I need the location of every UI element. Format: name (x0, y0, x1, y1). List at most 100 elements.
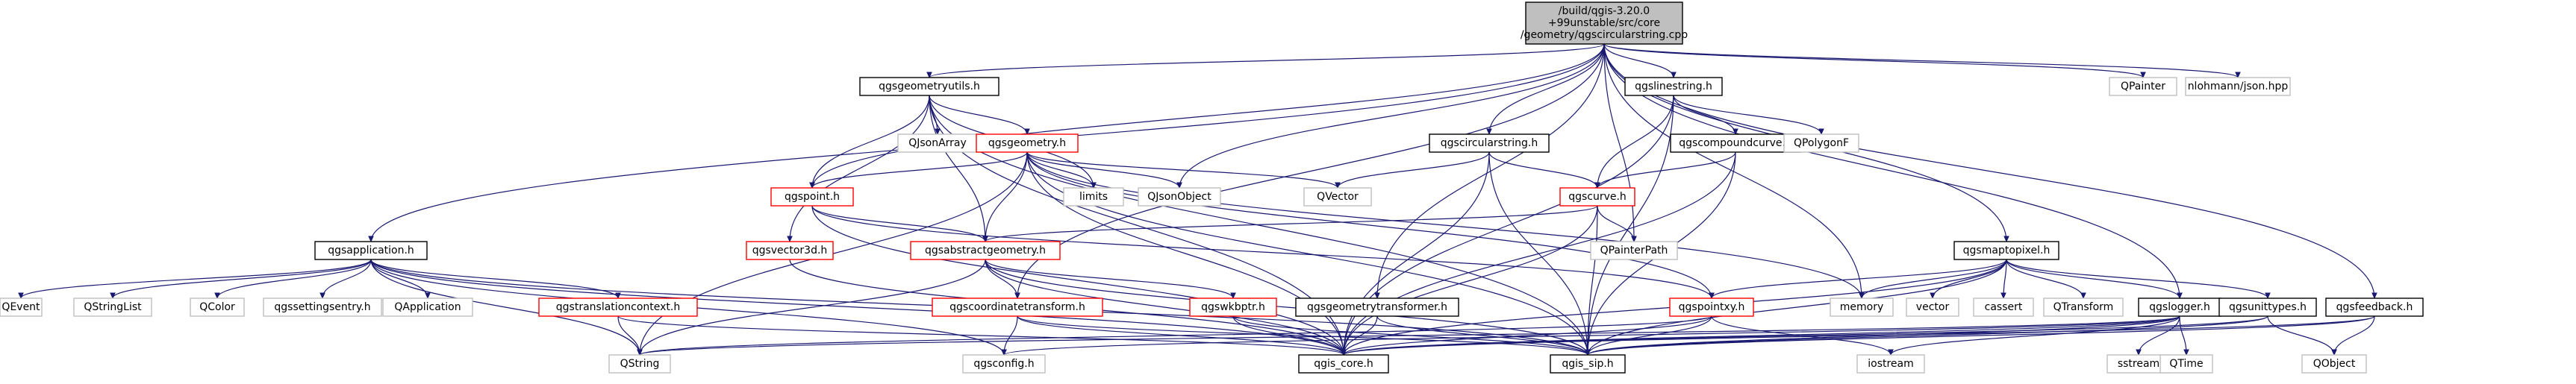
edge-qgslogger-to-qgis_core (1344, 315, 2180, 355)
node-qgis_sip[interactable]: qgis_sip.h (1550, 354, 1626, 374)
node-qgsvector3d-box (746, 241, 834, 260)
edge-qgspointxy-to-qgis_core (1344, 315, 1712, 355)
node-qgsconfig: qgsconfig.h (962, 354, 1046, 374)
node-root-label: /build/qgis-3.20.0 (1559, 5, 1650, 17)
node-qgis_sip-label: qgis_sip.h (1562, 358, 1613, 370)
node-qgstranslationcontext[interactable]: qgstranslationcontext.h (538, 298, 698, 317)
node-qtime-box (2159, 354, 2213, 374)
edge-qgsfeedback-to-qgis_sip (1588, 315, 2375, 355)
node-qgsmaptopixel-box (1953, 241, 2059, 260)
node-qgswkbptr[interactable]: qgswkbptr.h (1189, 298, 1277, 317)
edge-qgsfeedback-to-qgis_core (1344, 315, 2375, 355)
node-qgscompoundcurve[interactable]: qgscompoundcurve.h (1670, 133, 1801, 153)
node-qgsmaptopixel[interactable]: qgsmaptopixel.h (1953, 241, 2059, 260)
edge-root-to-qgspoint (812, 43, 1605, 188)
edge-qgswkbptr-to-qgis_core (1232, 315, 1344, 355)
edge-qgscircularstring-to-qvector (1338, 151, 1490, 188)
node-qgsgeometryutils[interactable]: qgsgeometryutils.h (859, 77, 999, 96)
edge-qgsapplication-to-qevent (21, 259, 372, 298)
node-qgspointxy[interactable]: qgspointxy.h (1669, 298, 1754, 317)
edge-qgscompoundcurve-to-qgis_core (1344, 151, 1736, 355)
edge-qgsmaptopixel-to-qgspointxy (1712, 259, 2007, 298)
edge-qgsunittypes-to-qgis_sip (1588, 315, 2268, 355)
node-qgsgeometrytransformer-label: qgsgeometrytransformer.h (1307, 301, 1447, 313)
edge-root-to-qgslinestring (1603, 43, 1674, 78)
node-qgspointxy-label: qgspointxy.h (1679, 301, 1745, 313)
node-qgsgeometry[interactable]: qgsgeometry.h (976, 133, 1079, 153)
node-nlohmann: nlohmann/json.hpp (2185, 77, 2291, 96)
node-qgsgeometrytransformer[interactable]: qgsgeometrytransformer.h (1295, 298, 1459, 317)
node-iostream: iostream (1856, 354, 1925, 374)
edge-qgsmaptopixel-to-vector (1933, 259, 2007, 298)
node-qgslinestring[interactable]: qgslinestring.h (1624, 77, 1723, 96)
node-qjsonarray: QJsonArray (897, 133, 978, 153)
node-sstream-label: sstream (2118, 358, 2159, 370)
node-root-label: +99unstable/src/core (1548, 17, 1660, 29)
node-qjsonobject-box (1138, 187, 1221, 207)
node-qgsunittypes[interactable]: qgsunittypes.h (2218, 298, 2317, 317)
node-qgis_core[interactable]: qgis_core.h (1298, 354, 1389, 374)
node-qgscircularstring[interactable]: qgscircularstring.h (1429, 133, 1550, 153)
node-qjsonobject-label: QJsonObject (1147, 191, 1211, 203)
edge-qgsabstractgeometry-to-qstring (640, 259, 986, 355)
node-qgspointxy-box (1669, 298, 1754, 317)
edge-qgstranslationcontext-to-qgis_core (617, 315, 1344, 355)
node-qstringlist-box (73, 298, 152, 317)
edge-qgscircularstring-to-qgis_core (1344, 151, 1490, 355)
node-qgssettingsentry: qgssettingsentry.h (263, 298, 382, 317)
node-memory-label: memory (1840, 301, 1884, 313)
node-qevent: QEvent (0, 298, 43, 317)
node-qgsapplication[interactable]: qgsapplication.h (314, 241, 428, 260)
node-qstringlist-label: QStringList (84, 301, 142, 313)
edge-qgsgeometry-to-qgis_core (1026, 151, 1344, 355)
node-qgsabstractgeometry[interactable]: qgsabstractgeometry.h (910, 241, 1061, 260)
edge-qgspointxy-to-qgis_sip (1588, 315, 1712, 355)
node-qcolor-label: QColor (199, 301, 235, 313)
node-qgscoordinatetransform-label: qgscoordinatetransform.h (949, 301, 1085, 313)
node-cassert-label: cassert (1985, 301, 2023, 313)
node-qgis_core-label: qgis_core.h (1314, 358, 1373, 370)
node-qgscurve-box (1559, 187, 1635, 207)
node-qgsvector3d[interactable]: qgsvector3d.h (746, 241, 834, 260)
node-qgslogger[interactable]: qgslogger.h (2138, 298, 2221, 317)
node-memory: memory (1830, 298, 1894, 317)
edge-qgsmaptopixel-to-cassert (2003, 259, 2007, 298)
edge-qgsabstractgeometry-to-qgis_core (985, 259, 1344, 355)
edge-qgsgeometry-to-memory (1026, 151, 1862, 298)
node-qgsvector3d-label: qgsvector3d.h (752, 245, 828, 256)
node-qpainterpath-box (1590, 241, 1678, 260)
node-qpainterpath-label: QPainterPath (1600, 245, 1668, 256)
edge-qgsgeometry-to-qgspointxy (1026, 151, 1712, 298)
node-root-box (1525, 1, 1683, 45)
node-qgspoint[interactable]: qgspoint.h (770, 187, 854, 207)
node-qgsfeedback-label: qgsfeedback.h (2336, 301, 2413, 313)
node-qgsabstractgeometry-box (910, 241, 1061, 260)
node-memory-box (1830, 298, 1894, 317)
node-root[interactable]: /build/qgis-3.20.0+99unstable/src/core/g… (1521, 1, 1688, 45)
edge-qgslogger-to-qgsconfig (1004, 315, 2180, 355)
node-root-label: /geometry/qgscircularstring.cpp (1521, 29, 1688, 41)
node-qgscurve[interactable]: qgscurve.h (1559, 187, 1635, 207)
node-qpolygonf: QPolygonF (1783, 133, 1859, 153)
node-qjsonarray-box (897, 133, 978, 153)
node-qgspoint-label: qgspoint.h (785, 191, 840, 203)
node-qgstranslationcontext-label: qgstranslationcontext.h (556, 301, 680, 313)
node-nlohmann-box (2185, 77, 2291, 96)
edge-qgsmaptopixel-to-qtransform (2006, 259, 2083, 298)
file-nodes: /build/qgis-3.20.0+99unstable/src/core/g… (0, 1, 2424, 374)
node-qpainter-box (2109, 77, 2177, 96)
edge-qgsapplication-to-qstringlist (113, 259, 372, 298)
node-qevent-label: QEvent (1, 301, 40, 313)
node-qgslogger-box (2138, 298, 2221, 317)
edge-root-to-qpainterpath (1603, 43, 1634, 242)
node-qgis_core-box (1298, 354, 1389, 374)
node-qgscoordinatetransform[interactable]: qgscoordinatetransform.h (932, 298, 1103, 317)
edge-root-to-memory (1603, 43, 1862, 298)
node-qgscoordinatetransform-box (932, 298, 1103, 317)
node-sstream: sstream (2106, 354, 2171, 374)
node-qgsfeedback-box (2325, 298, 2424, 317)
node-qtransform-label: QTransform (2053, 301, 2114, 313)
edge-qgslinestring-to-qgscurve (1597, 95, 1674, 188)
node-qgsfeedback[interactable]: qgsfeedback.h (2325, 298, 2424, 317)
node-qgsabstractgeometry-label: qgsabstractgeometry.h (925, 245, 1046, 256)
